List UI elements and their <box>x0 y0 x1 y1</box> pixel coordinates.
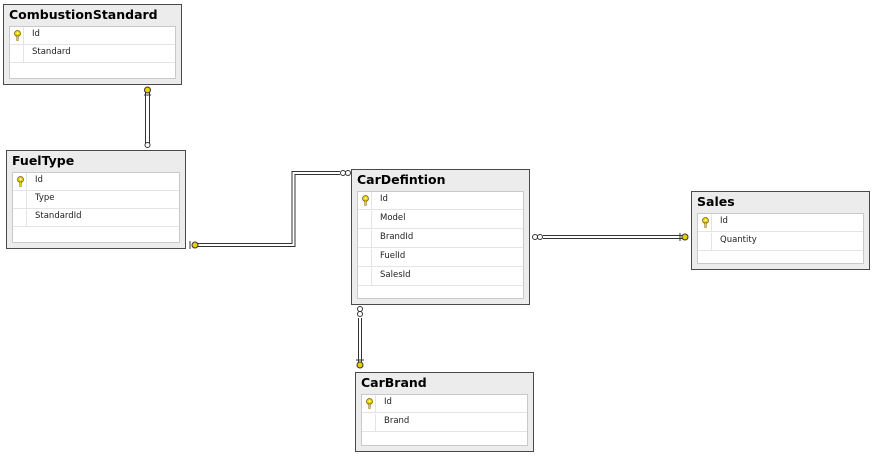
column-grid: Id Type StandardId <box>12 172 180 243</box>
column-name: Quantity <box>720 235 757 245</box>
table-combustion-standard[interactable]: CombustionStandard Id Standard <box>3 4 182 85</box>
primary-key-icon <box>366 398 373 409</box>
column-name: Id <box>32 29 40 39</box>
column-name: Id <box>380 194 388 204</box>
column-grid: Id Model BrandId FuelId SalesId <box>357 191 524 299</box>
many-end-marker <box>357 306 363 312</box>
primary-key-icon <box>362 195 369 206</box>
column-grid: Id Quantity <box>697 213 864 264</box>
column-name: Model <box>380 213 406 223</box>
column-row[interactable]: Id <box>13 173 179 191</box>
column-name: StandardId <box>35 211 82 221</box>
many-end-marker <box>345 170 351 176</box>
primary-key-icon <box>17 176 24 187</box>
column-name: Brand <box>384 416 410 426</box>
column-row[interactable]: FuelId <box>358 249 523 267</box>
column-row[interactable]: Quantity <box>698 233 863 251</box>
column-name: BrandId <box>380 232 414 242</box>
relationship-fueltype-combustionstandard <box>144 86 151 148</box>
many-end-marker <box>144 142 151 148</box>
column-row[interactable]: Type <box>13 191 179 209</box>
many-end-marker <box>357 311 363 317</box>
relationship-cardefintion-fueltype <box>189 170 351 249</box>
primary-key-icon <box>702 217 709 228</box>
table-title: CarBrand <box>361 375 427 390</box>
many-end-marker <box>537 234 543 240</box>
relationship-cardefintion-carbrand <box>356 306 364 369</box>
table-car-brand[interactable]: CarBrand Id Brand <box>355 372 534 452</box>
key-end-marker <box>191 241 199 249</box>
key-end-marker <box>356 361 364 369</box>
relationship-cardefintion-sales <box>532 233 689 241</box>
column-row[interactable]: Brand <box>362 414 527 432</box>
key-end-marker <box>681 233 689 241</box>
primary-key-icon <box>14 30 21 41</box>
column-name: Type <box>35 193 55 203</box>
table-sales[interactable]: Sales Id Quantity <box>691 191 870 270</box>
many-end-marker <box>340 170 346 176</box>
column-row[interactable]: Standard <box>10 45 175 63</box>
column-name: Id <box>720 216 728 226</box>
column-row[interactable]: StandardId <box>13 209 179 227</box>
column-grid: Id Standard <box>9 26 176 79</box>
column-row[interactable]: Model <box>358 211 523 229</box>
many-end-marker <box>532 234 538 240</box>
column-name: SalesId <box>380 270 411 280</box>
column-name: FuelId <box>380 251 406 261</box>
column-row[interactable]: Id <box>362 395 527 413</box>
column-row[interactable]: Id <box>10 27 175 45</box>
table-title: CarDefintion <box>357 172 446 187</box>
column-grid: Id Brand <box>361 394 528 446</box>
column-name: Standard <box>32 47 71 57</box>
table-title: Sales <box>697 194 735 209</box>
column-row[interactable]: Id <box>698 214 863 232</box>
column-row[interactable]: Id <box>358 192 523 210</box>
table-car-defintion[interactable]: CarDefintion Id Model BrandId FuelId Sal… <box>351 169 530 305</box>
table-fuel-type[interactable]: FuelType Id Type StandardId <box>6 150 186 249</box>
column-name: Id <box>35 175 43 185</box>
table-title: CombustionStandard <box>9 7 158 22</box>
column-name: Id <box>384 397 392 407</box>
table-title: FuelType <box>12 153 75 168</box>
column-row[interactable]: BrandId <box>358 230 523 248</box>
column-row[interactable]: SalesId <box>358 268 523 286</box>
key-end-marker <box>144 86 151 94</box>
